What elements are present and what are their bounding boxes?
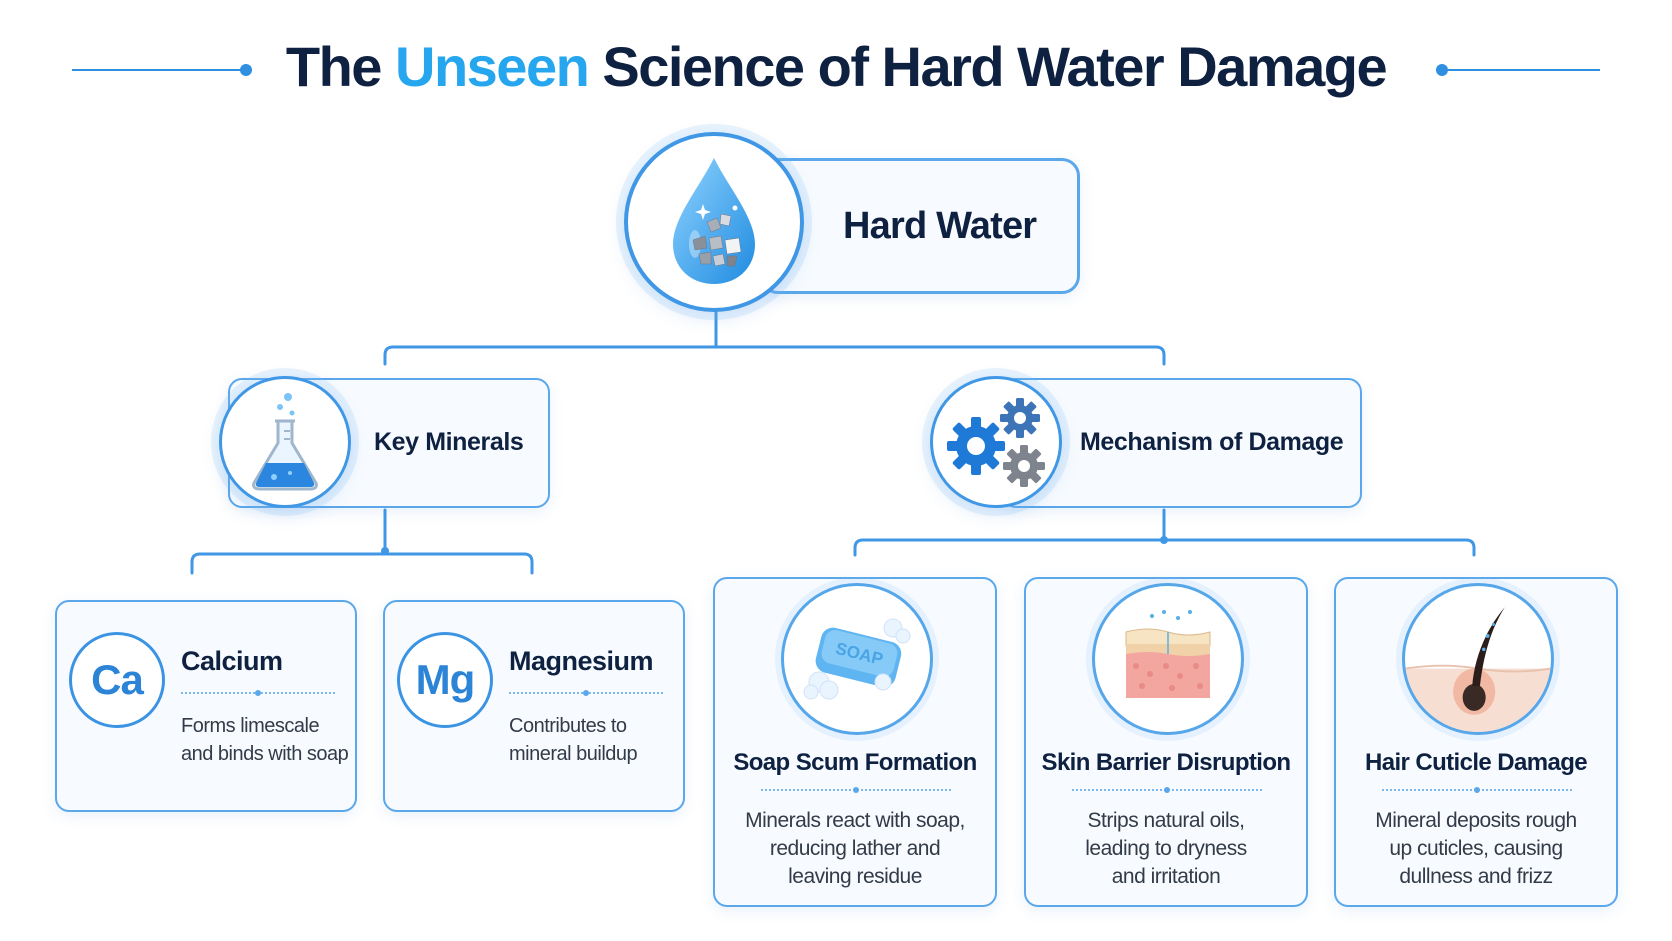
soap-icon: SOAP — [803, 618, 911, 700]
title-part2: Science of Hard Water Damage — [602, 35, 1387, 98]
magnesium-name: Magnesium — [509, 646, 654, 676]
soap-scum-desc-line1: Minerals react with soap, — [745, 809, 965, 832]
magnesium-desc-line1: Contributes to — [509, 715, 627, 737]
hair-follicle-icon — [1405, 607, 1551, 732]
hair-icon-circle — [1402, 583, 1554, 735]
calcium-description: Forms limescale and binds with soap — [181, 712, 351, 768]
hair-cuticle-desc-line2: up cuticles, causing — [1389, 837, 1563, 860]
magnesium-card: Mg Magnesium Contributes to mineral buil… — [383, 600, 685, 812]
soap-scum-desc-line3: leaving residue — [788, 865, 922, 888]
hair-cuticle-desc-line1: Mineral deposits rough — [1375, 809, 1577, 832]
root-card: Hard Water — [760, 158, 1080, 294]
root-branch-bar — [383, 345, 1166, 366]
title-left-dot — [240, 64, 252, 76]
calcium-divider-dot — [255, 690, 261, 696]
minerals-branch-bar — [190, 552, 534, 575]
skin-barrier-desc-line2: leading to dryness — [1085, 837, 1247, 860]
mechanism-label: Mechanism of Damage — [1080, 428, 1344, 456]
skin-layers-icon — [1125, 610, 1211, 698]
water-drop-icon — [673, 158, 755, 284]
root-icon-circle — [624, 132, 804, 312]
title-accent: Unseen — [395, 35, 590, 98]
calcium-symbol: Ca — [91, 656, 144, 703]
soap-scum-title: Soap Scum Formation — [733, 749, 977, 776]
flask-icon — [252, 393, 318, 491]
key-minerals-icon-circle — [219, 376, 351, 508]
magnesium-desc-line2: mineral buildup — [509, 743, 638, 765]
soap-scum-divider-dot — [853, 787, 859, 793]
magnesium-symbol: Mg — [415, 656, 476, 703]
mechanism-junction-dot — [1160, 536, 1168, 544]
magnesium-symbol-circle: Mg — [397, 632, 493, 728]
soap-scum-card: SOAP Soap Scum Formation Minerals react … — [713, 577, 997, 907]
hair-cuticle-title: Hair Cuticle Damage — [1364, 749, 1588, 776]
calcium-card: Ca Calcium Forms limescale and binds wit… — [55, 600, 357, 812]
skin-barrier-divider-dot — [1164, 787, 1170, 793]
mechanism-card: Mechanism of Damage — [1002, 378, 1362, 508]
calcium-name: Calcium — [181, 646, 283, 676]
soap-icon-circle: SOAP — [781, 583, 933, 735]
title-left-line — [72, 69, 242, 71]
magnesium-divider-dot — [583, 690, 589, 696]
soap-scum-description: Minerals react with soap, reducing lathe… — [715, 807, 995, 891]
skin-barrier-desc-line3: and irritation — [1111, 865, 1221, 888]
title-bar: The Unseen Science of Hard Water Damage — [0, 30, 1672, 110]
skin-barrier-desc-line1: Strips natural oils, — [1087, 809, 1245, 832]
skin-icon-circle — [1092, 583, 1244, 735]
hair-cuticle-description: Mineral deposits rough up cuticles, caus… — [1336, 807, 1616, 891]
magnesium-description: Contributes to mineral buildup — [509, 712, 679, 768]
root-label: Hard Water — [843, 205, 1037, 247]
calcium-symbol-circle: Ca — [69, 632, 165, 728]
title-right-dot — [1436, 64, 1448, 76]
skin-barrier-title: Skin Barrier Disruption — [1041, 749, 1292, 776]
key-minerals-label: Key Minerals — [374, 428, 524, 456]
calcium-desc-line1: Forms limescale — [181, 715, 320, 737]
title-part1: The — [285, 35, 383, 98]
minerals-junction-dot — [381, 547, 389, 555]
calcium-desc-line2: and binds with soap — [181, 743, 349, 765]
skin-barrier-description: Strips natural oils, leading to dryness … — [1026, 807, 1306, 891]
skin-barrier-card: Skin Barrier Disruption Strips natural o… — [1024, 577, 1308, 907]
title-right-line — [1446, 69, 1600, 71]
hair-cuticle-card: Hair Cuticle Damage Mineral deposits rou… — [1334, 577, 1618, 907]
gears-icon — [947, 398, 1045, 487]
soap-scum-desc-line2: reducing lather and — [769, 837, 941, 860]
hair-cuticle-divider-dot — [1474, 787, 1480, 793]
page-title: The Unseen Science of Hard Water Damage — [260, 34, 1412, 99]
mechanism-icon-circle — [930, 376, 1062, 508]
hair-cuticle-desc-line3: dullness and frizz — [1399, 865, 1553, 888]
